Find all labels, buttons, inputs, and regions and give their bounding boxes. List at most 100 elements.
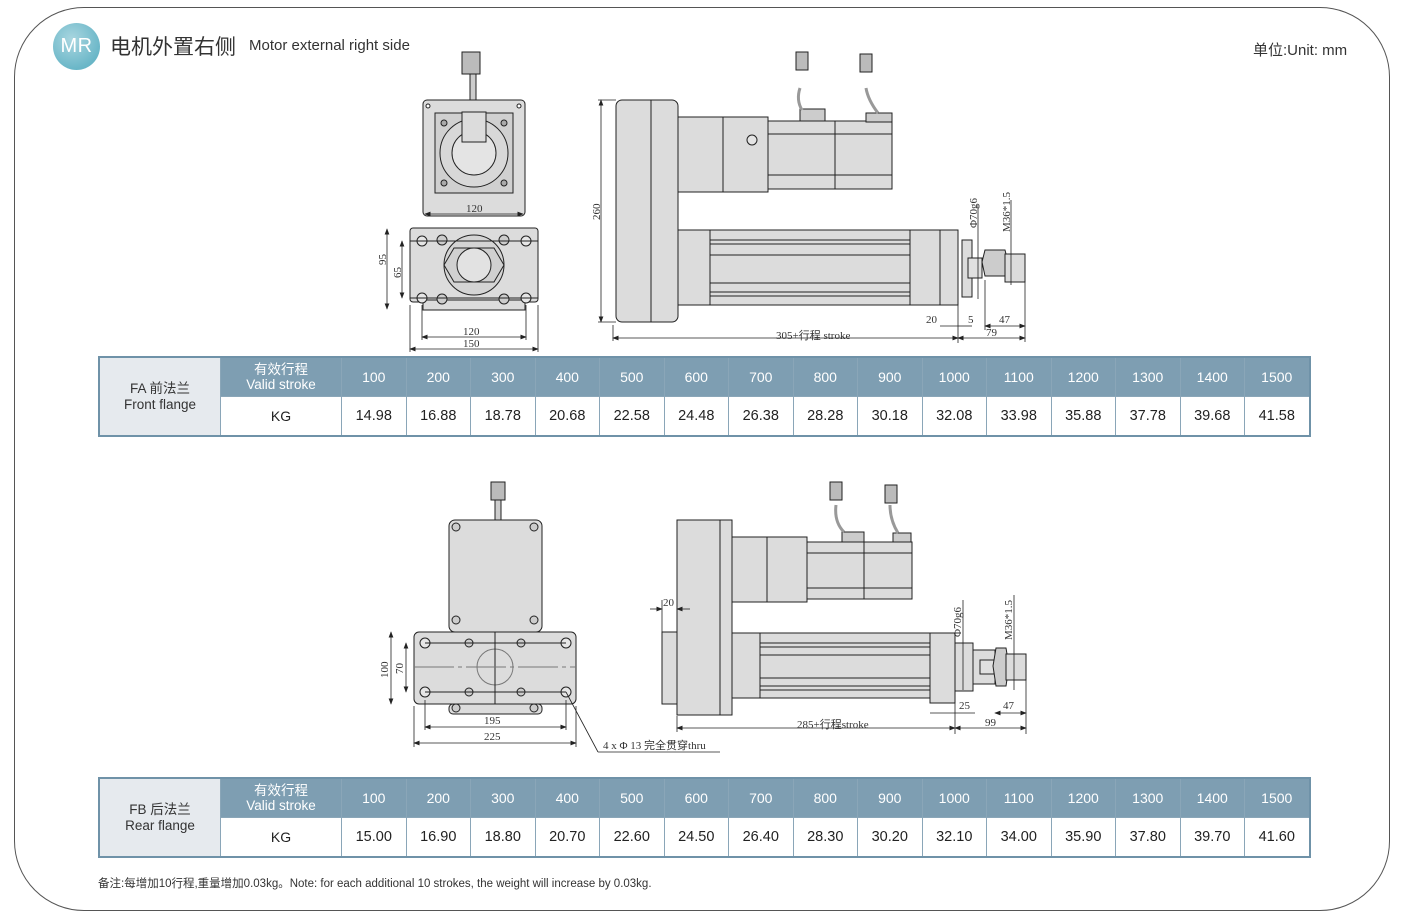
table-fa-stroke: 1400	[1179, 356, 1245, 397]
fa-dim-47: 47	[999, 314, 1010, 326]
fb-dim-flange-width: 225	[484, 731, 501, 743]
table-fa-stroke: 800	[792, 356, 858, 397]
fb-front-view	[413, 481, 577, 715]
table-fb-weight: 26.40	[728, 817, 794, 858]
table-fb-weight: 41.60	[1244, 817, 1310, 858]
table-fb-header-cn: 有效行程	[254, 783, 308, 798]
fa-dim-front-width: 120	[466, 203, 483, 215]
table-fb-header-stroke: 有效行程 Valid stroke	[220, 777, 342, 818]
fb-hole-note: 4 x Φ 13 完全贯穿thru	[603, 740, 706, 752]
fa-dim-20: 20	[926, 314, 937, 326]
table-fb-stroke: 200	[405, 777, 471, 818]
table-fb-weight: 35.90	[1050, 817, 1116, 858]
fb-dim-flange-outer-height: 100	[379, 661, 391, 679]
table-fa-weight: 26.38	[728, 396, 794, 437]
fb-dim-thread: M36*1.5	[1003, 599, 1015, 640]
fb-dim-99: 99	[985, 717, 996, 729]
table-fb-header-en: Valid stroke	[246, 798, 316, 813]
table-fa-weight: 32.08	[921, 396, 987, 437]
fa-dim-thread: M36*1.5	[1001, 191, 1013, 232]
table-fa-stroke: 1300	[1115, 356, 1181, 397]
table-fa-label-en: Front flange	[123, 396, 197, 412]
fa-dim-body-length: 305+行程 stroke	[776, 330, 851, 342]
table-fb-stroke: 600	[663, 777, 729, 818]
table-fb-label-en: Rear flange	[125, 817, 195, 833]
table-fa-weight: 39.68	[1179, 396, 1245, 437]
table-fb-stroke: 300	[470, 777, 536, 818]
unit-label: 单位:Unit: mm	[1253, 42, 1348, 59]
fa-side-view	[615, 51, 1026, 323]
fb-dim-flange-thickness: 20	[663, 597, 674, 609]
table-fa-weight: 33.98	[986, 396, 1052, 437]
table-fb-weight: 24.50	[663, 817, 729, 858]
table-fb-stroke: 1500	[1244, 777, 1310, 818]
fa-dim-flange-inner-height: 65	[392, 267, 404, 278]
table-fa-stroke: 400	[534, 356, 600, 397]
fb-dim-25: 25	[959, 700, 970, 712]
table-fa-stroke: 700	[728, 356, 794, 397]
table-fa-stroke: 600	[663, 356, 729, 397]
table-fb-stroke: 1300	[1115, 777, 1181, 818]
fb-dim-rod-dia: Φ70g6	[952, 606, 964, 637]
fa-dim-79: 79	[986, 327, 997, 339]
table-fa-weight: 20.68	[534, 396, 600, 437]
table-fa-header-en: Valid stroke	[246, 377, 316, 392]
table-fa-header-cn: 有效行程	[254, 362, 308, 377]
table-fb-stroke: 100	[341, 777, 407, 818]
fb-dim-hole-span: 195	[484, 715, 501, 727]
table-fb-stroke: 700	[728, 777, 794, 818]
table-front-flange: FA 前法兰 Front flange 有效行程 Valid stroke 10…	[98, 356, 1311, 437]
table-fa-stroke: 200	[405, 356, 471, 397]
table-fa-weight: 28.28	[792, 396, 858, 437]
table-fb-stroke: 400	[534, 777, 600, 818]
fb-dim-47: 47	[1003, 700, 1014, 712]
table-fb-label: FB 后法兰 Rear flange	[98, 777, 221, 858]
table-fb-stroke: 1200	[1050, 777, 1116, 818]
table-fb-weight: 15.00	[341, 817, 407, 858]
fb-dim-body-length: 285+行程stroke	[797, 719, 869, 731]
fa-dim-flange-outer-height: 95	[377, 254, 389, 265]
table-fb-stroke: 1400	[1179, 777, 1245, 818]
table-fa-stroke: 1200	[1050, 356, 1116, 397]
page-frame	[14, 7, 1390, 911]
table-fb-stroke: 800	[792, 777, 858, 818]
table-fa-weight: 18.78	[470, 396, 536, 437]
footer-note: 备注:每增加10行程,重量增加0.03kg。Note: for each add…	[98, 878, 652, 890]
table-fa-weight: 37.78	[1115, 396, 1181, 437]
fb-side-view	[661, 481, 1027, 716]
fa-dim-flange-width: 150	[463, 338, 480, 350]
fa-dim-5: 5	[968, 314, 974, 326]
model-badge: MR	[53, 23, 100, 70]
table-fb-weight: 22.60	[599, 817, 665, 858]
table-fa-stroke: 300	[470, 356, 536, 397]
table-fa-stroke: 1100	[986, 356, 1052, 397]
fa-dim-rod-dia: Φ70g6	[968, 197, 980, 228]
fa-dim-hole-span: 120	[463, 326, 480, 338]
page-title-en: Motor external right side	[249, 37, 410, 54]
fa-dim-total-height: 260	[591, 203, 603, 221]
table-fa-stroke: 1000	[921, 356, 987, 397]
table-fb-stroke: 1000	[921, 777, 987, 818]
table-fa-weight: 41.58	[1244, 396, 1310, 437]
table-fb-weight: 18.80	[470, 817, 536, 858]
table-fb-weight: 39.70	[1179, 817, 1245, 858]
table-fa-weight: 30.18	[857, 396, 923, 437]
table-fb-weight: 34.00	[986, 817, 1052, 858]
table-fa-weight: 35.88	[1050, 396, 1116, 437]
table-fa-stroke: 1500	[1244, 356, 1310, 397]
table-fa-label-cn: FA 前法兰	[129, 380, 190, 396]
table-fa-weight: 16.88	[405, 396, 471, 437]
table-fb-weight: 37.80	[1115, 817, 1181, 858]
table-fb-label-cn: FB 后法兰	[129, 801, 191, 817]
table-fb-weight: 28.30	[792, 817, 858, 858]
table-fb-stroke: 900	[857, 777, 923, 818]
page-title-cn: 电机外置右侧	[110, 35, 236, 59]
table-fa-weight: 14.98	[341, 396, 407, 437]
table-fa-stroke: 100	[341, 356, 407, 397]
table-fb-stroke: 500	[599, 777, 665, 818]
table-fa-header-stroke: 有效行程 Valid stroke	[220, 356, 342, 397]
table-fa-weight: 22.58	[599, 396, 665, 437]
fb-dim-flange-inner-height: 70	[394, 663, 406, 674]
table-fb-stroke: 1100	[986, 777, 1052, 818]
